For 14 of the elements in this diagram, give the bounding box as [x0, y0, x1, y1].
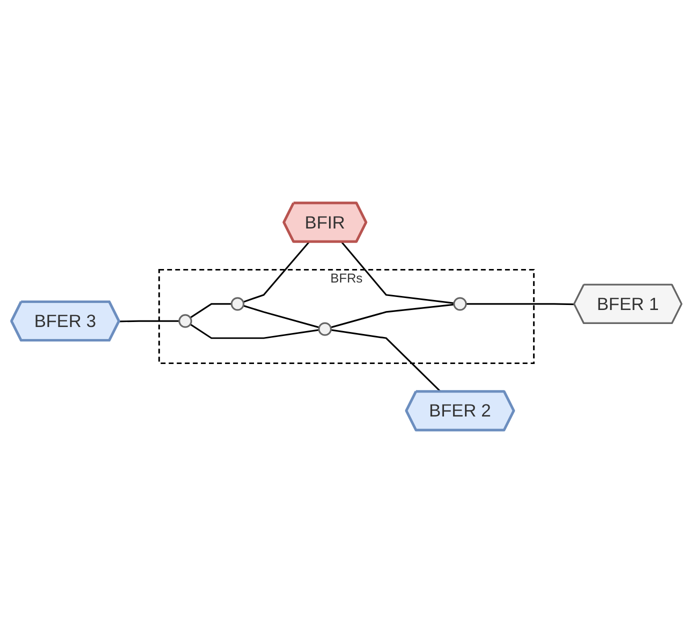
connector	[330, 304, 454, 328]
node-circle	[318, 322, 332, 336]
connector	[466, 303, 574, 306]
node-circle	[230, 297, 244, 311]
node-circle	[178, 314, 192, 328]
connector	[119, 320, 180, 322]
cluster: BFRs	[158, 268, 535, 364]
connector	[341, 241, 454, 304]
connector	[190, 324, 320, 339]
connector	[190, 303, 232, 318]
connector	[330, 329, 442, 392]
connector	[243, 241, 310, 303]
node-circle	[453, 297, 467, 311]
connector	[243, 304, 320, 328]
